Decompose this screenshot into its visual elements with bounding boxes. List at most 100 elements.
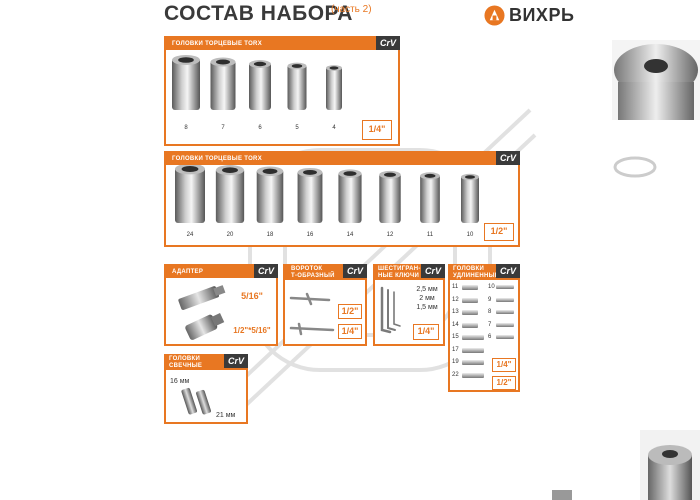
- socket-icon: [287, 62, 307, 110]
- extended-socket-icon: [496, 335, 514, 339]
- socket-size-label: 10: [467, 232, 474, 238]
- extended-size-label: 8: [488, 309, 492, 315]
- socket-icon: [420, 172, 440, 223]
- crv-badge: CrV: [223, 354, 248, 368]
- extended-size-label: 15: [452, 334, 459, 340]
- brand: ВИХРЬ: [484, 5, 574, 26]
- panel-header: ГОЛОВКИ ТОРЦЕВЫЕ TORX CrV: [166, 36, 400, 50]
- socket-icon: [256, 166, 284, 223]
- hex-size: 2 мм: [419, 295, 435, 302]
- extended-size-label: 22: [452, 371, 459, 378]
- socket-size-label: 20: [227, 232, 234, 238]
- page-title: СОСТАВ НАБОРА: [164, 2, 353, 25]
- socket-size-label: 24: [187, 232, 194, 238]
- panel-label: ГОЛОВКИ ТОРЦЕВЫЕ TORX: [172, 156, 262, 162]
- panel-label-line2: Т-ОБРАЗНЫЙ: [291, 273, 335, 279]
- crv-badge: CrV: [495, 264, 520, 278]
- spark-size: 21 мм: [216, 412, 236, 419]
- crv-badge: CrV: [495, 151, 520, 165]
- crv-badge: CrV: [253, 264, 278, 278]
- panel-header: ВОРОТОК Т-ОБРАЗНЫЙ CrV: [285, 264, 367, 280]
- socket-icon: [210, 57, 236, 110]
- extended-size-label: 19: [452, 359, 459, 365]
- extended-socket-icon: [462, 310, 478, 315]
- extended-socket-icon: [462, 322, 478, 328]
- drive-size-box: 1/4": [338, 324, 362, 339]
- extended-size-label: 10: [488, 284, 495, 290]
- socket-size-label: 6: [258, 125, 262, 131]
- drive-size-box: 5/16": [236, 290, 268, 306]
- spark-socket-icon: [181, 387, 211, 415]
- socket-icon: [338, 169, 362, 223]
- socket-size-label: 12: [387, 232, 394, 238]
- panel-label: ВОРОТОК: [291, 266, 323, 272]
- socket-size-label: 16: [307, 232, 314, 238]
- socket-icon: [461, 173, 479, 223]
- panel-header: ШЕСТИГРАН- НЫЕ КЛЮЧИ CrV: [375, 264, 445, 280]
- page-subtitle: (часть 2): [331, 4, 372, 15]
- hex-keys-icon: [380, 286, 401, 334]
- socket-photo-icon: [612, 40, 700, 120]
- panel-label: ГОЛОВКИ ТОРЦЕВЫЕ TORX: [172, 41, 262, 47]
- extended-size-label: 14: [452, 321, 459, 328]
- extended-socket-icon: [462, 372, 484, 378]
- crv-badge: CrV: [420, 264, 445, 278]
- adapter-panel: АДАПТЕР CrV 5/16" 1/2"*5/16": [164, 264, 278, 346]
- extended-socket-icon: [462, 347, 484, 353]
- socket-icon: [326, 65, 342, 110]
- extended-socket-icon: [462, 285, 478, 290]
- tbar-icon: [289, 292, 335, 336]
- extended-size-label: 7: [488, 321, 492, 328]
- extended-size-label: 12: [452, 296, 459, 303]
- panel-header: ГОЛОВКИ СВЕЧНЫЕ CrV: [166, 354, 248, 370]
- drive-size-box: 1/4": [492, 358, 516, 372]
- extended-socket-icon: [496, 297, 514, 302]
- extended-socket-icon: [496, 310, 514, 314]
- drive-size-box: 1/2": [492, 376, 516, 390]
- panel-header: ГОЛОВКИ ТОРЦЕВЫЕ TORX CrV: [166, 151, 520, 165]
- panel-label: АДАПТЕР: [172, 269, 204, 275]
- extended-socket-icon: [462, 335, 484, 340]
- hex-keys-panel: ШЕСТИГРАН- НЫЕ КЛЮЧИ CrV 2,5 мм 2 мм 1,5…: [373, 264, 445, 346]
- small-part-icon: [552, 490, 572, 500]
- panel-label-line2: НЫЕ КЛЮЧИ: [378, 273, 420, 279]
- extended-size-label: 13: [452, 309, 459, 315]
- brand-name: ВИХРЬ: [509, 5, 575, 25]
- ring-icon: [613, 156, 657, 178]
- socket-size-label: 18: [267, 232, 274, 238]
- adapter-icon: [178, 285, 226, 340]
- panel-header: ГОЛОВКИ УДЛИНЕННЫЕ CrV: [450, 264, 520, 280]
- extended-size-label: 17: [452, 346, 459, 353]
- panel-label: ГОЛОВКИ: [169, 356, 201, 362]
- extended-socket-icon: [462, 297, 478, 303]
- spark-plug-panel: ГОЛОВКИ СВЕЧНЫЕ CrV 16 мм 21 мм: [164, 354, 248, 424]
- drive-size-box: 1/4": [362, 120, 392, 140]
- brand-logo-icon: [484, 5, 505, 26]
- extended-socket-icon: [496, 322, 514, 327]
- hex-size: 1,5 мм: [416, 304, 438, 311]
- socket-size-label: 8: [184, 125, 188, 131]
- drive-size-box: 1/2": [338, 304, 362, 319]
- socket-size-label: 7: [221, 125, 225, 131]
- panel-label: ГОЛОВКИ: [453, 266, 485, 272]
- socket-size-label: 11: [427, 232, 434, 238]
- drive-size-box: 1/2": [484, 223, 514, 241]
- socket-icon: [215, 165, 245, 223]
- extended-socket-icon: [496, 285, 514, 289]
- socket-icon: [379, 170, 401, 223]
- spark-size: 16 мм: [170, 378, 190, 385]
- socket-photo-small-icon: [640, 430, 700, 500]
- drive-size-box: 1/2"*5/16": [230, 324, 274, 340]
- extended-size-label: 11: [452, 284, 459, 290]
- tbar-panel: ВОРОТОК Т-ОБРАЗНЫЙ CrV 1/2" 1/4": [283, 264, 367, 346]
- drive-size-box: 1/4": [413, 324, 439, 340]
- panel-header: АДАПТЕР CrV: [166, 264, 278, 278]
- panel-label-line2: СВЕЧНЫЕ: [169, 363, 203, 369]
- extended-socket-icon: [462, 360, 484, 365]
- socket-icon: [175, 165, 205, 223]
- socket-icon: [249, 60, 271, 110]
- extended-size-label: 6: [488, 334, 492, 340]
